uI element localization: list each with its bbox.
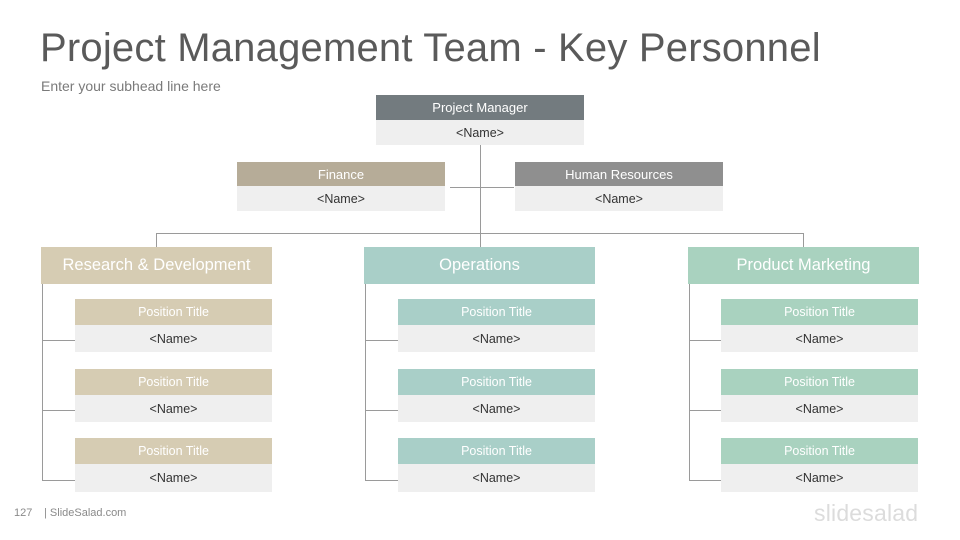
position-title: Position Title [75,438,272,464]
rd-position-card: Position Title <Name> [75,369,272,422]
connector-pmk-branch-3 [689,480,721,481]
human-resources-title: Human Resources [515,162,723,186]
rd-position-card: Position Title <Name> [75,438,272,492]
slide-subhead: Enter your subhead line here [41,78,221,94]
position-title: Position Title [721,438,918,464]
dept-product-marketing: Product Marketing [688,247,919,284]
connector-pm-trunk [480,145,481,233]
finance-name: <Name> [237,186,445,211]
finance-title: Finance [237,162,445,186]
human-resources-card: Human Resources <Name> [515,162,723,211]
pmk-position-card: Position Title <Name> [721,369,918,422]
connector-rd-drop [156,233,157,247]
connector-rd-branch-3 [42,480,75,481]
position-title: Position Title [721,369,918,395]
connector-ops-branch-3 [365,480,398,481]
connector-rd-branch-1 [42,340,75,341]
position-name: <Name> [75,464,272,492]
rd-position-card: Position Title <Name> [75,299,272,352]
position-name: <Name> [398,325,595,352]
connector-ops-spine [365,284,366,480]
position-name: <Name> [721,395,918,422]
position-title: Position Title [721,299,918,325]
project-manager-name: <Name> [376,120,584,145]
dept-operations: Operations [364,247,595,284]
position-name: <Name> [398,464,595,492]
dept-research-development: Research & Development [41,247,272,284]
project-manager-title: Project Manager [376,95,584,120]
finance-card: Finance <Name> [237,162,445,211]
footer-site: | SlideSalad.com [44,507,127,519]
page-number: 127 [14,507,33,519]
project-manager-card: Project Manager <Name> [376,95,584,145]
position-name: <Name> [398,395,595,422]
pmk-position-card: Position Title <Name> [721,299,918,352]
slide-title: Project Management Team - Key Personnel [40,26,821,70]
position-name: <Name> [721,325,918,352]
connector-pmk-drop [803,233,804,247]
connector-rd-branch-2 [42,410,75,411]
connector-pmk-spine [689,284,690,480]
position-name: <Name> [75,395,272,422]
position-name: <Name> [75,325,272,352]
connector-ops-branch-2 [365,410,398,411]
position-title: Position Title [398,438,595,464]
connector-ops-branch-1 [365,340,398,341]
position-title: Position Title [75,299,272,325]
slidesalad-logo: slidesalad [814,500,919,526]
ops-position-card: Position Title <Name> [398,299,595,352]
connector-support [450,187,514,188]
connector-ops-drop [480,233,481,247]
ops-position-card: Position Title <Name> [398,369,595,422]
position-title: Position Title [398,299,595,325]
connector-rd-spine [42,284,43,480]
position-name: <Name> [721,464,918,492]
human-resources-name: <Name> [515,186,723,211]
position-title: Position Title [398,369,595,395]
connector-pmk-branch-2 [689,410,721,411]
connector-pmk-branch-1 [689,340,721,341]
position-title: Position Title [75,369,272,395]
pmk-position-card: Position Title <Name> [721,438,918,492]
ops-position-card: Position Title <Name> [398,438,595,492]
